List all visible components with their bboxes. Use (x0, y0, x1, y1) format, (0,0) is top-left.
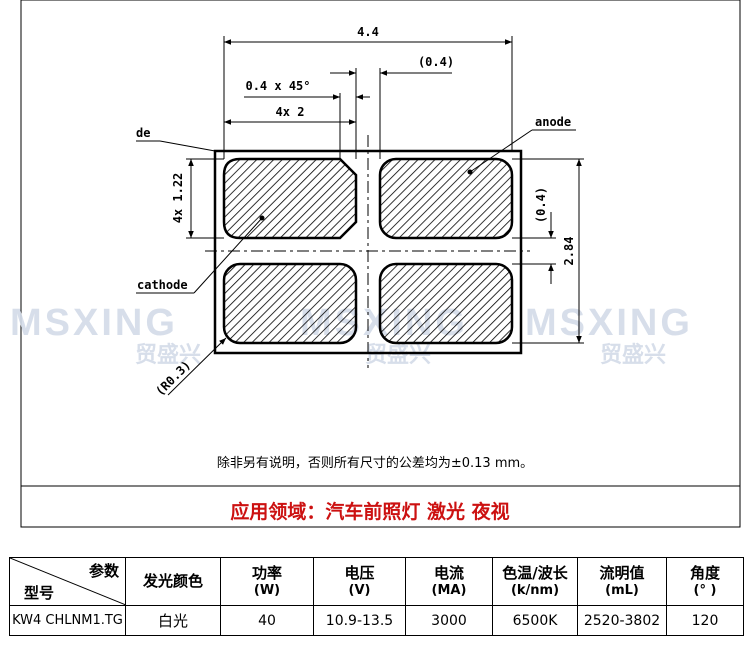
svg-text:贸盛兴: 贸盛兴 (135, 342, 201, 368)
pad-bottom-right (378, 262, 514, 345)
header-lumen: 流明值(mL) (577, 557, 667, 606)
svg-text:MSXING: MSXING (525, 302, 693, 344)
header-current: 电流(MA) (405, 557, 493, 606)
label-anode-dot (467, 169, 473, 175)
header-color: 发光颜色 (125, 557, 221, 606)
anode-pad-top-right (378, 157, 514, 240)
table-corner-cell: 参数 型号 (9, 557, 126, 606)
dim-chamfer-label: 0.4 x 45° (245, 79, 310, 93)
dimension-total-height (512, 158, 584, 344)
header-voltage: 电压(V) (313, 557, 406, 606)
dimension-gap-right (512, 212, 556, 284)
cell-angle: 120 (666, 605, 744, 636)
corner-label-model: 型号 (24, 584, 55, 602)
dimension-gap-top (330, 68, 452, 159)
cell-lumen: 2520-3802 (577, 605, 667, 636)
application-text: 应用领域：汽车前照灯 激光 夜视 (230, 500, 509, 523)
header-power: 功率(W) (220, 557, 314, 606)
dimension-chamfer (244, 93, 370, 159)
dim-pad-height-label: 4x 1.22 (171, 173, 185, 224)
dim-gap-top-label: (0.4) (418, 55, 454, 69)
dim-total-width-label: 4.4 (357, 25, 379, 39)
header-angle: 角度(° ) (666, 557, 744, 606)
dim-gap-right-label: (0.4) (534, 187, 548, 223)
label-cathode-leader (193, 217, 263, 294)
cell-color: 白光 (125, 605, 221, 636)
table-row: KW4 CHLNM1.TG 白光 40 10.9-13.5 3000 6500K… (9, 605, 744, 636)
drawing-frame (20, 0, 741, 528)
cell-model: KW4 CHLNM1.TG (9, 605, 126, 636)
label-de-leader (159, 140, 216, 152)
cell-voltage: 10.9-13.5 (313, 605, 406, 636)
dimension-pad-height (186, 158, 224, 239)
dimension-total-width (223, 36, 513, 151)
label-anode-leader (469, 129, 533, 173)
tolerance-note: 除非另有说明，否则所有尺寸的公差均为±0.13 mm。 (217, 455, 533, 471)
label-de: de (136, 126, 150, 140)
header-cct: 色温/波长(k/nm) (492, 557, 578, 606)
svg-text:MSXING: MSXING (10, 302, 178, 344)
dimension-pad-width (223, 118, 356, 159)
corner-diagonal (10, 558, 126, 605)
table-header-row: 参数 型号 发光颜色 功率(W) 电压(V) 电流(MA) 色温/波长(k/nm… (9, 557, 744, 606)
svg-text:贸盛兴: 贸盛兴 (600, 342, 666, 368)
dim-pad-width-label: 4x 2 (276, 105, 305, 119)
corner-label-params: 参数 (88, 562, 119, 580)
svg-text:贸盛兴: 贸盛兴 (365, 342, 431, 368)
label-anode: anode (535, 115, 571, 129)
cell-cct: 6500K (492, 605, 578, 636)
led-dimension-drawing: MSXING MSXING MSXING 贸盛兴 贸盛兴 贸盛兴 4.4 (0.… (10, 0, 741, 528)
cell-power: 40 (220, 605, 314, 636)
cathode-pad-top-left (222, 157, 358, 240)
pad-bottom-left (222, 262, 358, 345)
spec-table: 参数 型号 发光颜色 功率(W) 电压(V) 电流(MA) 色温/波长(k/nm… (9, 557, 744, 636)
cell-current: 3000 (405, 605, 493, 636)
label-cathode: cathode (137, 278, 188, 292)
dimension-radius-leader (167, 337, 227, 396)
dim-total-height-label: 2.84 (562, 237, 576, 266)
label-cathode-dot (259, 215, 265, 221)
